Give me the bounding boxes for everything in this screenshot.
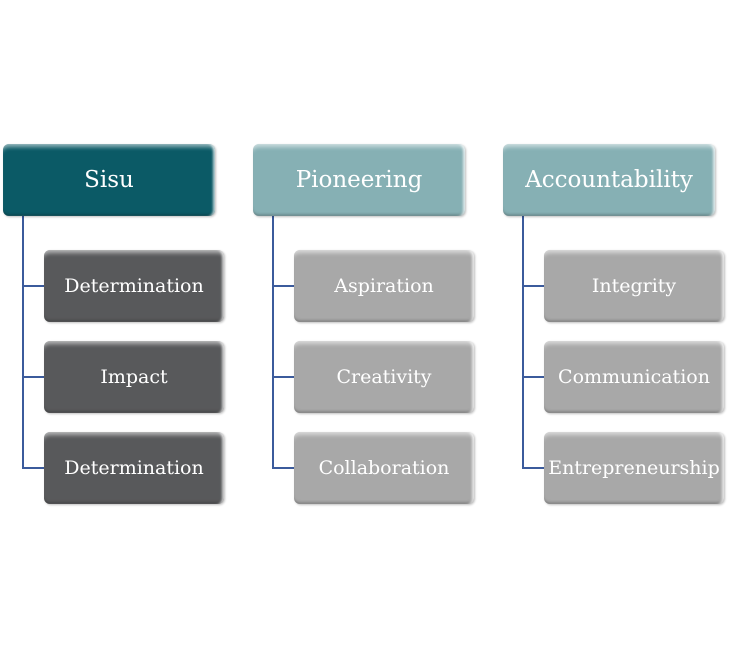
child-box[interactable]: Aspiration — [294, 250, 474, 322]
header-box[interactable]: Pioneering — [253, 144, 465, 216]
connector-horizontal — [272, 376, 294, 378]
child-label: Determination — [64, 275, 204, 297]
connector-horizontal — [22, 376, 44, 378]
connector-horizontal — [522, 467, 544, 469]
child-label: Communication — [558, 366, 710, 388]
column-pioneering: Pioneering Aspiration Creativity Collabo… — [250, 0, 500, 662]
child-label: Determination — [64, 457, 204, 479]
connector-vertical — [22, 216, 24, 469]
connector-horizontal — [522, 376, 544, 378]
child-box[interactable]: Creativity — [294, 341, 474, 413]
connector-vertical — [522, 216, 524, 469]
child-label: Creativity — [336, 366, 432, 388]
connector-horizontal — [22, 285, 44, 287]
header-label: Sisu — [84, 167, 134, 193]
child-box[interactable]: Entrepreneurship — [544, 432, 724, 504]
child-label: Impact — [100, 366, 168, 388]
child-label: Integrity — [591, 275, 677, 297]
header-label: Accountability — [525, 167, 693, 193]
column-sisu: Sisu Determination Impact Determination — [0, 0, 250, 662]
connector-vertical — [272, 216, 274, 469]
connector-horizontal — [22, 467, 44, 469]
child-label: Aspiration — [334, 275, 434, 297]
child-box[interactable]: Integrity — [544, 250, 724, 322]
header-box[interactable]: Sisu — [3, 144, 215, 216]
child-box[interactable]: Communication — [544, 341, 724, 413]
child-label: Collaboration — [318, 457, 450, 479]
child-box[interactable]: Determination — [44, 250, 224, 322]
column-accountability: Accountability Integrity Communication E… — [500, 0, 731, 662]
child-box[interactable]: Impact — [44, 341, 224, 413]
child-label: Entrepreneurship — [548, 457, 720, 479]
header-label: Pioneering — [295, 167, 423, 193]
connector-horizontal — [272, 285, 294, 287]
connector-horizontal — [522, 285, 544, 287]
header-box[interactable]: Accountability — [503, 144, 715, 216]
connector-horizontal — [272, 467, 294, 469]
child-box[interactable]: Determination — [44, 432, 224, 504]
child-box[interactable]: Collaboration — [294, 432, 474, 504]
